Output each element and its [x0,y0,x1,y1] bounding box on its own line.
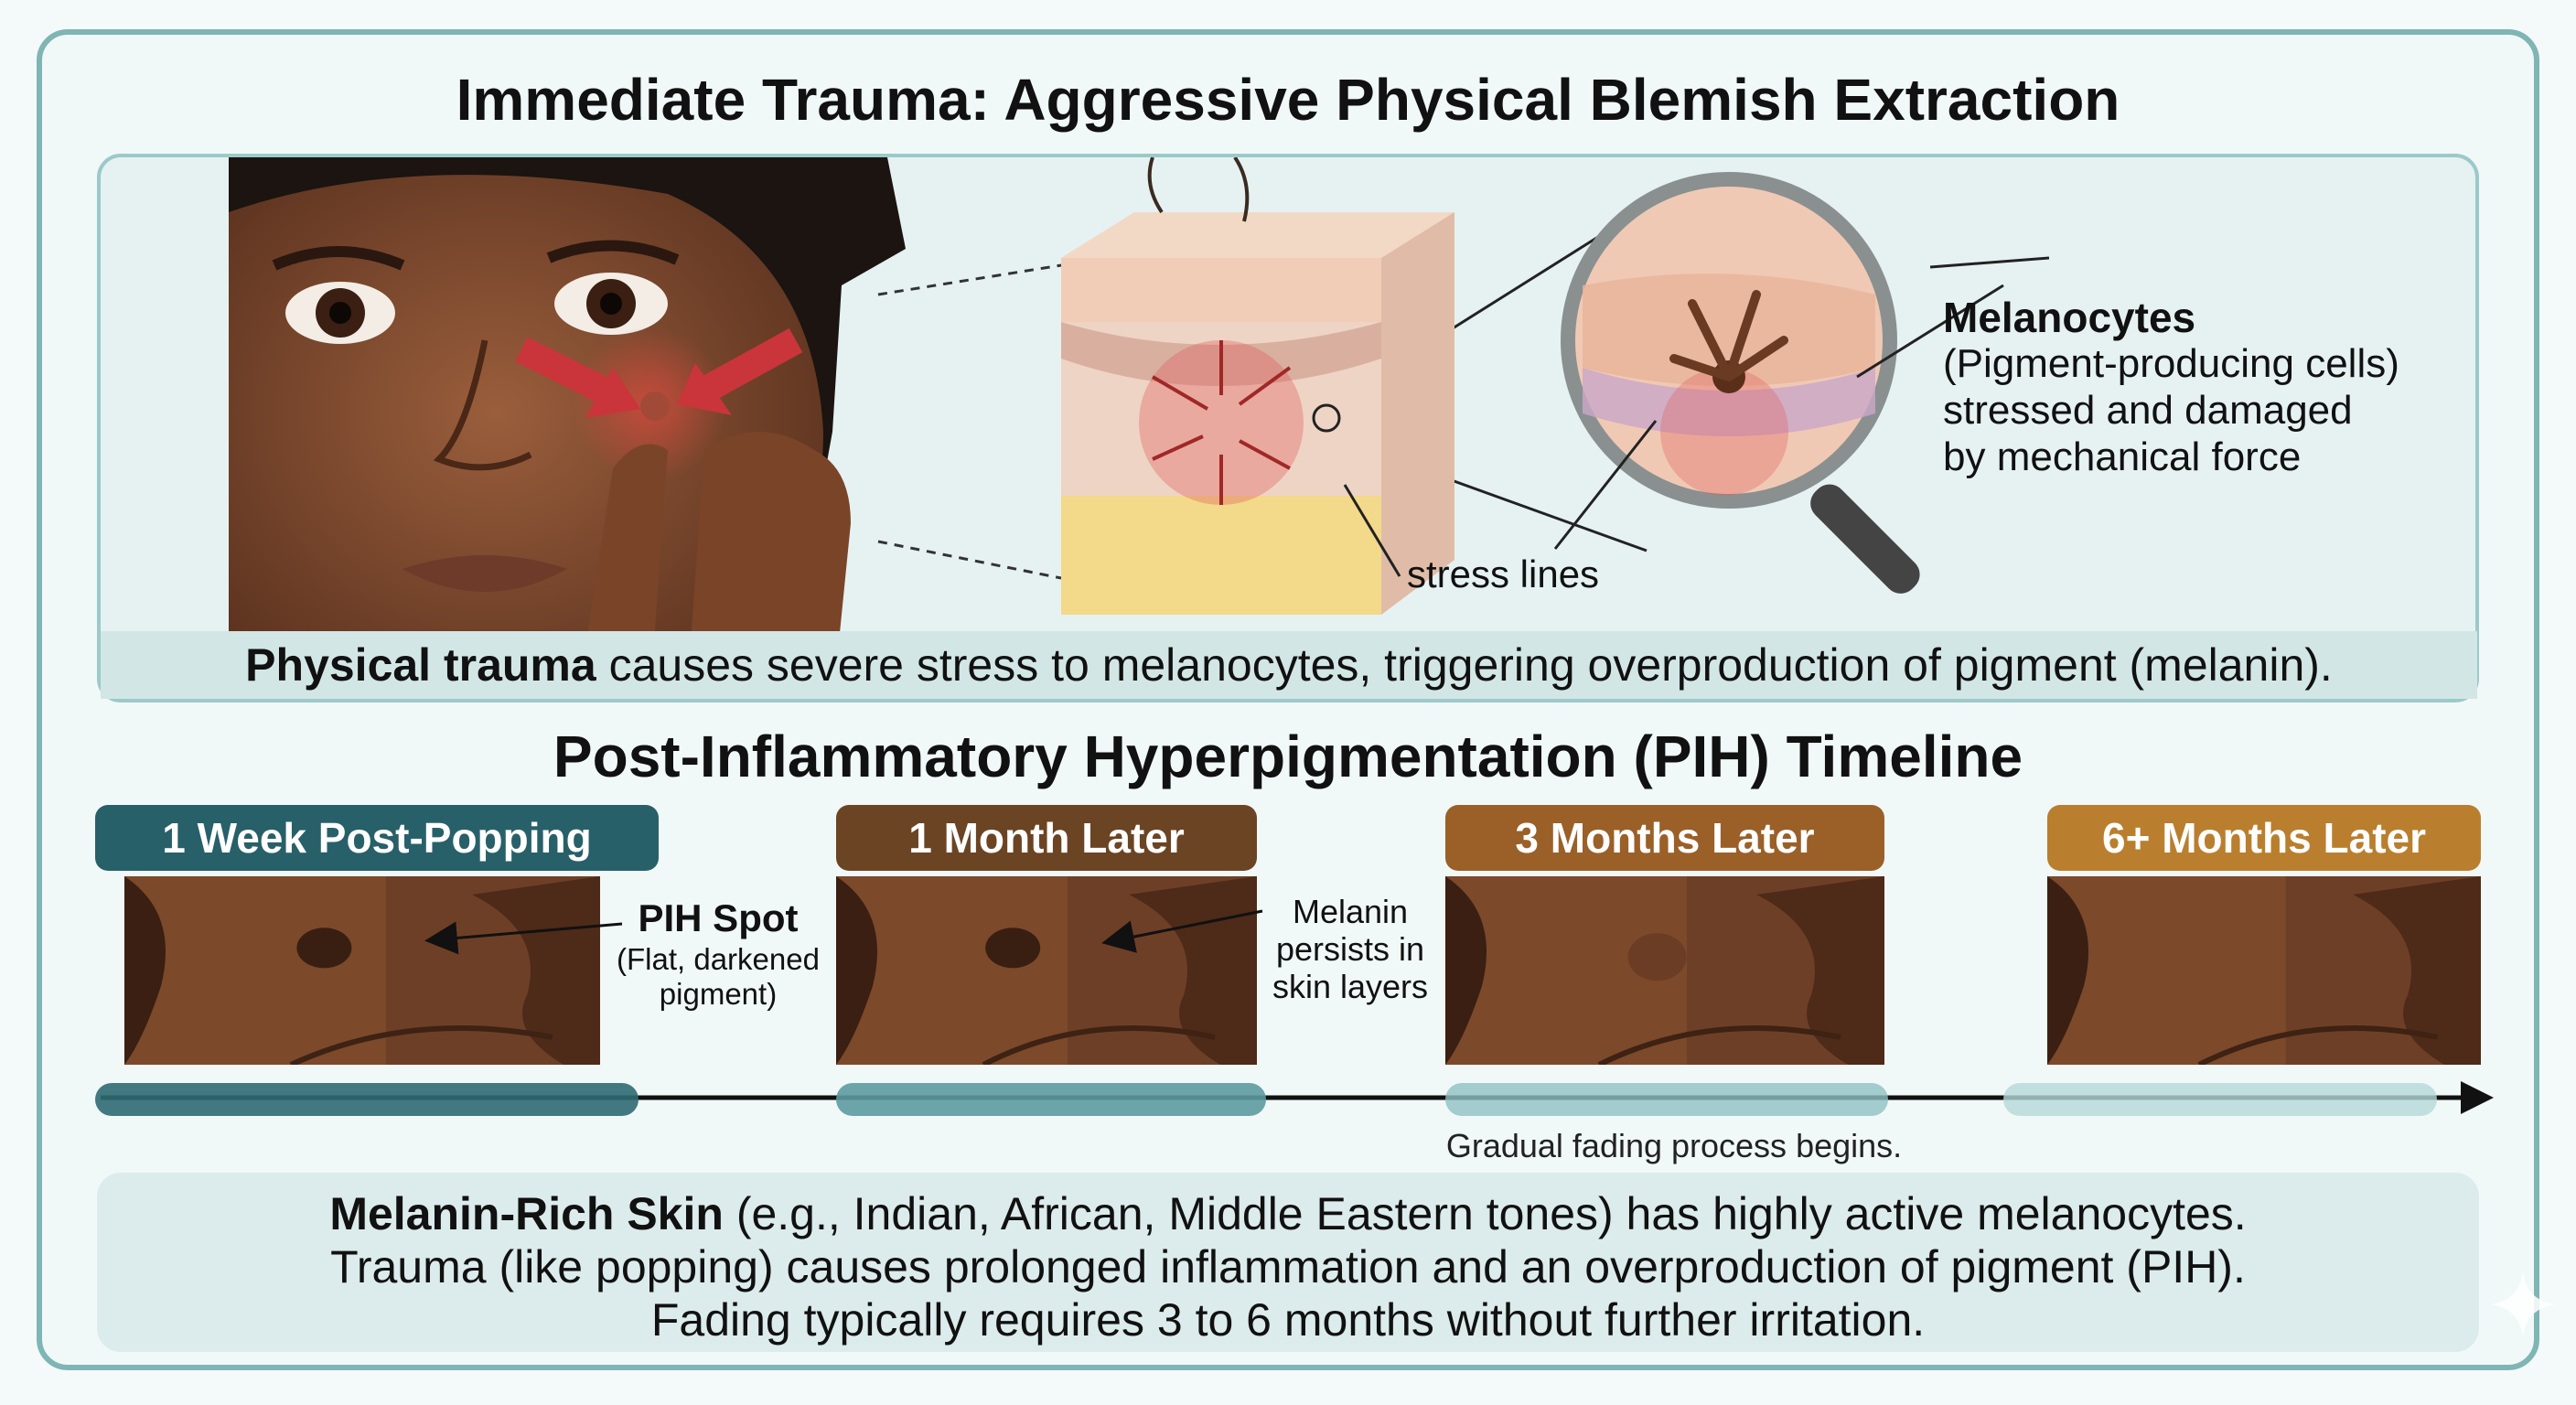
trauma-caption: Physical trauma causes severe stress to … [101,638,2477,692]
ear-shadow [124,876,166,1065]
ear-shadow [2047,876,2088,1065]
timeline-bar-1 [95,1083,639,1116]
sparkle-icon [2490,1271,2556,1337]
lip-line [982,1025,1216,1065]
ear-shadow [836,876,877,1065]
stage-header-2: 1 Month Later [836,805,1257,871]
trauma-caption-strip [101,631,2477,699]
lip-line [1597,1025,1841,1065]
melanin-persists-note: Melanin persists in skin layers [1272,893,1429,1005]
trauma-caption-bold: Physical trauma [245,639,596,691]
trauma-illustration-panel [97,154,2479,702]
stress-lines-label: stress lines [1407,552,1600,595]
section-title-trauma: Immediate Trauma: Aggressive Physical Bl… [456,67,2120,133]
stage-header-4: 6+ Months Later [2047,805,2481,871]
nose-shadow [2353,876,2481,1065]
face-illustration [229,157,906,699]
cheek-highlight [1445,876,1687,1065]
lip-line [289,1025,553,1065]
summary-line-1-bold: Melanin-Rich Skin [329,1188,724,1239]
timeline-bar-4 [2003,1083,2437,1116]
stage-photo-2 [836,876,1257,1065]
stage-photo-1 [124,876,600,1065]
cheek-highlight [124,876,386,1065]
summary-line-2: Trauma (like popping) causes prolonged i… [330,1241,2246,1292]
ear-shadow [1445,876,1487,1065]
pih-spot-faded [1627,933,1687,981]
summary-line-1: Melanin-Rich Skin (e.g., Indian, African… [97,1187,2479,1240]
pih-spot [985,928,1041,969]
nose-shadow [472,876,600,1065]
nose-shadow [1129,876,1257,1065]
section-title-timeline: Post-Inflammatory Hyperpigmentation (PIH… [553,724,2023,789]
timeline-bar-2 [836,1083,1266,1116]
summary-line-3: Fading typically requires 3 to 6 months … [650,1294,1926,1346]
stage-photo-3 [1445,876,1884,1065]
melanocytes-label: Melanocytes [1943,294,2196,341]
stage-header-1: 1 Week Post-Popping [95,805,659,871]
lip-line [2197,1025,2439,1065]
pih-spot-description: (Flat, darkened pigment) [617,942,820,1011]
trauma-caption-rest: causes severe stress to melanocytes, tri… [596,639,2333,691]
pih-spot-label: PIH Spot [638,896,799,939]
stage-photo-4 [2047,876,2481,1065]
melanocytes-description: (Pigment-producing cells) stressed and d… [1943,341,2399,479]
nose-shadow [1756,876,1884,1065]
magnifier-icon [1561,172,2050,594]
summary-box [97,1173,2479,1352]
cheek-highlight [2047,876,2286,1065]
pih-spot [296,928,352,969]
fading-note: Gradual fading process begins. [1445,1127,1903,1164]
stage-header-3: 3 Months Later [1445,805,1884,871]
timeline-bar-3 [1445,1083,1888,1116]
skin-cross-section [1061,157,1454,615]
summary-line-1-rest: (e.g., Indian, African, Middle Eastern t… [723,1188,2247,1239]
